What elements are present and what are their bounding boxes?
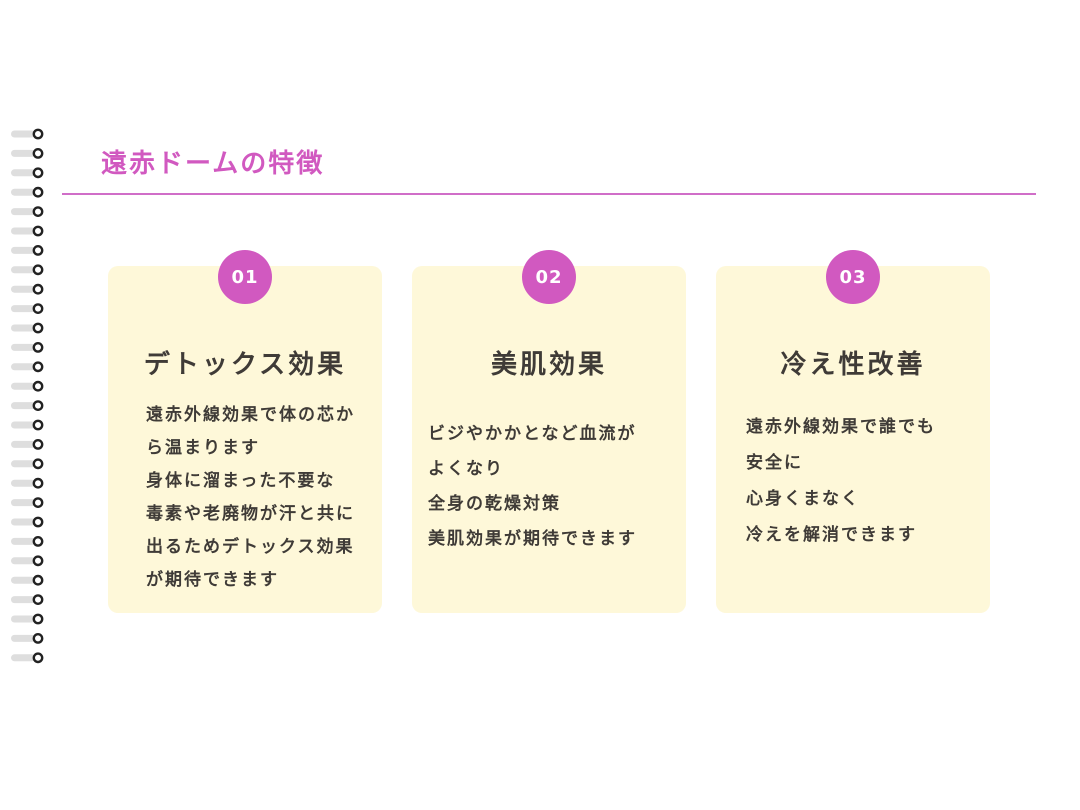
spiral-bar: [11, 169, 35, 177]
spiral-bar: [11, 634, 35, 642]
spiral-bar: [11, 421, 35, 429]
description-line: 全身の乾燥対策: [428, 494, 561, 514]
title-divider: [62, 193, 1036, 195]
spiral-bar: [11, 654, 35, 662]
spiral-bar: [11, 130, 35, 138]
description-line: 身体に溜まった不要な: [146, 471, 336, 491]
spiral-ring: [32, 613, 44, 625]
spiral-ring: [32, 206, 44, 218]
spiral-ring: [32, 322, 44, 334]
spiral-bar: [11, 440, 35, 448]
description-line: 美肌効果が期待できます: [428, 529, 637, 549]
card-number-badge: 03: [826, 250, 880, 304]
spiral-bar: [11, 363, 35, 371]
spiral-ring: [32, 186, 44, 198]
spiral-ring: [32, 264, 44, 276]
description-line: が期待できます: [146, 570, 279, 590]
description-line: 遠赤外線効果で誰でも: [746, 417, 936, 437]
description-line: 冷えを解消できます: [746, 525, 917, 545]
spiral-bar: [11, 576, 35, 584]
spiral-ring: [32, 574, 44, 586]
spiral-ring: [32, 128, 44, 140]
spiral-ring: [32, 341, 44, 353]
spiral-ring: [32, 380, 44, 392]
card-description: 遠赤外線効果で誰でも 安全に 心身くまなく 冷えを解消できます: [746, 409, 984, 553]
spiral-ring: [32, 458, 44, 470]
spiral-ring: [32, 303, 44, 314]
spiral-ring: [32, 400, 44, 411]
card-number-badge: 01: [218, 250, 272, 304]
spiral-bar: [11, 188, 35, 196]
card-title: 冷え性改善: [780, 350, 926, 380]
feature-card-skin: 02 美肌効果 ビジやかかとなど血流が よくなり 全身の乾燥対策 美肌効果が期待…: [412, 250, 686, 613]
spiral-bar: [11, 402, 35, 410]
spiral-ring: [32, 594, 44, 605]
spiral-bar: [11, 266, 35, 274]
spiral-ring: [32, 555, 44, 567]
feature-card-cold: 03 冷え性改善 遠赤外線効果で誰でも 安全に 心身くまなく 冷えを解消できます: [716, 250, 990, 613]
spiral-bar: [11, 382, 35, 390]
spiral-bar: [11, 149, 35, 157]
description-line: ら温まります: [146, 438, 260, 458]
spiral-ring: [32, 283, 44, 295]
spiral-ring: [32, 652, 44, 664]
description-line: 出るためデトックス効果: [146, 537, 355, 557]
spiral-bar: [11, 208, 35, 216]
spiral-ring: [32, 419, 44, 431]
card-title: デトックス効果: [143, 350, 347, 380]
spiral-bar: [11, 285, 35, 293]
description-line: よくなり: [428, 459, 504, 479]
description-line: 安全に: [746, 453, 803, 473]
spiral-ring: [32, 536, 44, 547]
spiral-bar: [11, 305, 35, 313]
description-line: 心身くまなく: [746, 489, 860, 509]
spiral-bar: [11, 343, 35, 351]
spiral-bar: [11, 518, 35, 526]
spiral-bar: [11, 460, 35, 468]
spiral-ring: [32, 633, 44, 644]
spiral-bar: [11, 499, 35, 507]
card-description: ビジやかかとなど血流が よくなり 全身の乾燥対策 美肌効果が期待できます: [428, 417, 682, 557]
description-line: 毒素や老廃物が汗と共に: [146, 504, 355, 524]
spiral-binding-icon: [0, 0, 60, 810]
spiral-bar: [11, 557, 35, 565]
spiral-ring: [32, 438, 44, 450]
spiral-bar: [11, 246, 35, 254]
spiral-ring: [32, 497, 44, 508]
card-description: 遠赤外線効果で体の芯か ら温まります 身体に溜まった不要な 毒素や老廃物が汗と共…: [146, 399, 368, 597]
feature-card-detox: 01 デトックス効果 遠赤外線効果で体の芯か ら温まります 身体に溜まった不要な…: [108, 250, 382, 613]
spiral-bar: [11, 615, 35, 623]
page-title: 遠赤ドームの特徴: [101, 149, 325, 179]
spiral-bar: [11, 596, 35, 604]
spiral-bar: [11, 227, 35, 235]
spiral-ring: [32, 167, 44, 179]
card-number-badge: 02: [522, 250, 576, 304]
spiral-ring: [32, 516, 44, 528]
description-line: ビジやかかとなど血流が: [428, 424, 637, 444]
spiral-bar: [11, 324, 35, 332]
spiral-bar: [11, 479, 35, 487]
spiral-ring: [32, 361, 44, 373]
spiral-ring: [32, 477, 44, 489]
spiral-ring: [32, 225, 44, 237]
spiral-bar: [11, 537, 35, 545]
spiral-ring: [32, 147, 44, 159]
spiral-binding-graphic: [11, 128, 44, 664]
spiral-ring: [32, 244, 44, 256]
card-title: 美肌効果: [490, 350, 607, 380]
description-line: 遠赤外線効果で体の芯か: [146, 405, 355, 425]
